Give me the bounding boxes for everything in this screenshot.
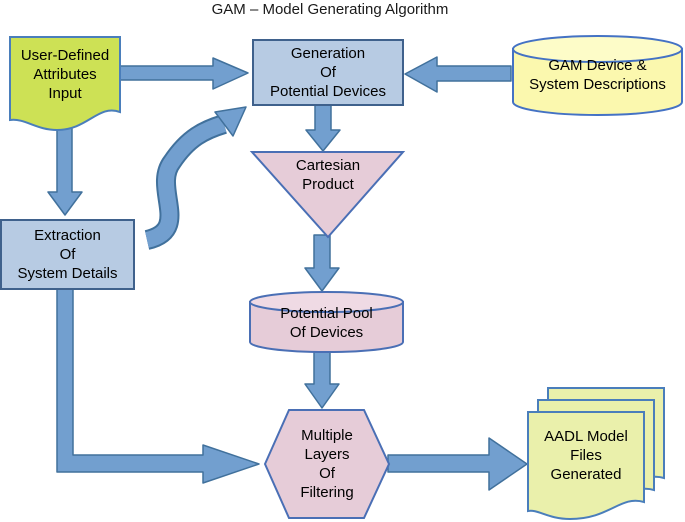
arrow-pool-to-filtering — [304, 350, 340, 409]
diagram-title: GAM – Model Generating Algorithm — [211, 1, 449, 18]
node-generation-rect — [252, 39, 404, 106]
arrow-extraction-to-generation-curve — [144, 106, 247, 250]
node-pool-cylinder — [249, 291, 404, 353]
node-extraction-rect — [0, 219, 135, 290]
arrow-user-to-extraction — [47, 125, 83, 216]
arrow-descriptions-to-generation — [404, 56, 512, 93]
node-filtering-hexagon — [263, 409, 391, 519]
node-cartesian-triangle — [249, 151, 406, 239]
arrow-user-to-generation — [119, 57, 249, 90]
node-aadl-document-stack — [527, 387, 665, 521]
arrow-cartesian-to-pool — [304, 234, 340, 292]
arrow-generation-to-cartesian — [305, 103, 341, 152]
node-user-input-document — [9, 36, 121, 132]
arrow-extraction-to-filtering-elbow — [56, 287, 260, 484]
arrow-filtering-to-aadl — [387, 437, 528, 491]
node-descriptions-cylinder — [512, 35, 683, 116]
